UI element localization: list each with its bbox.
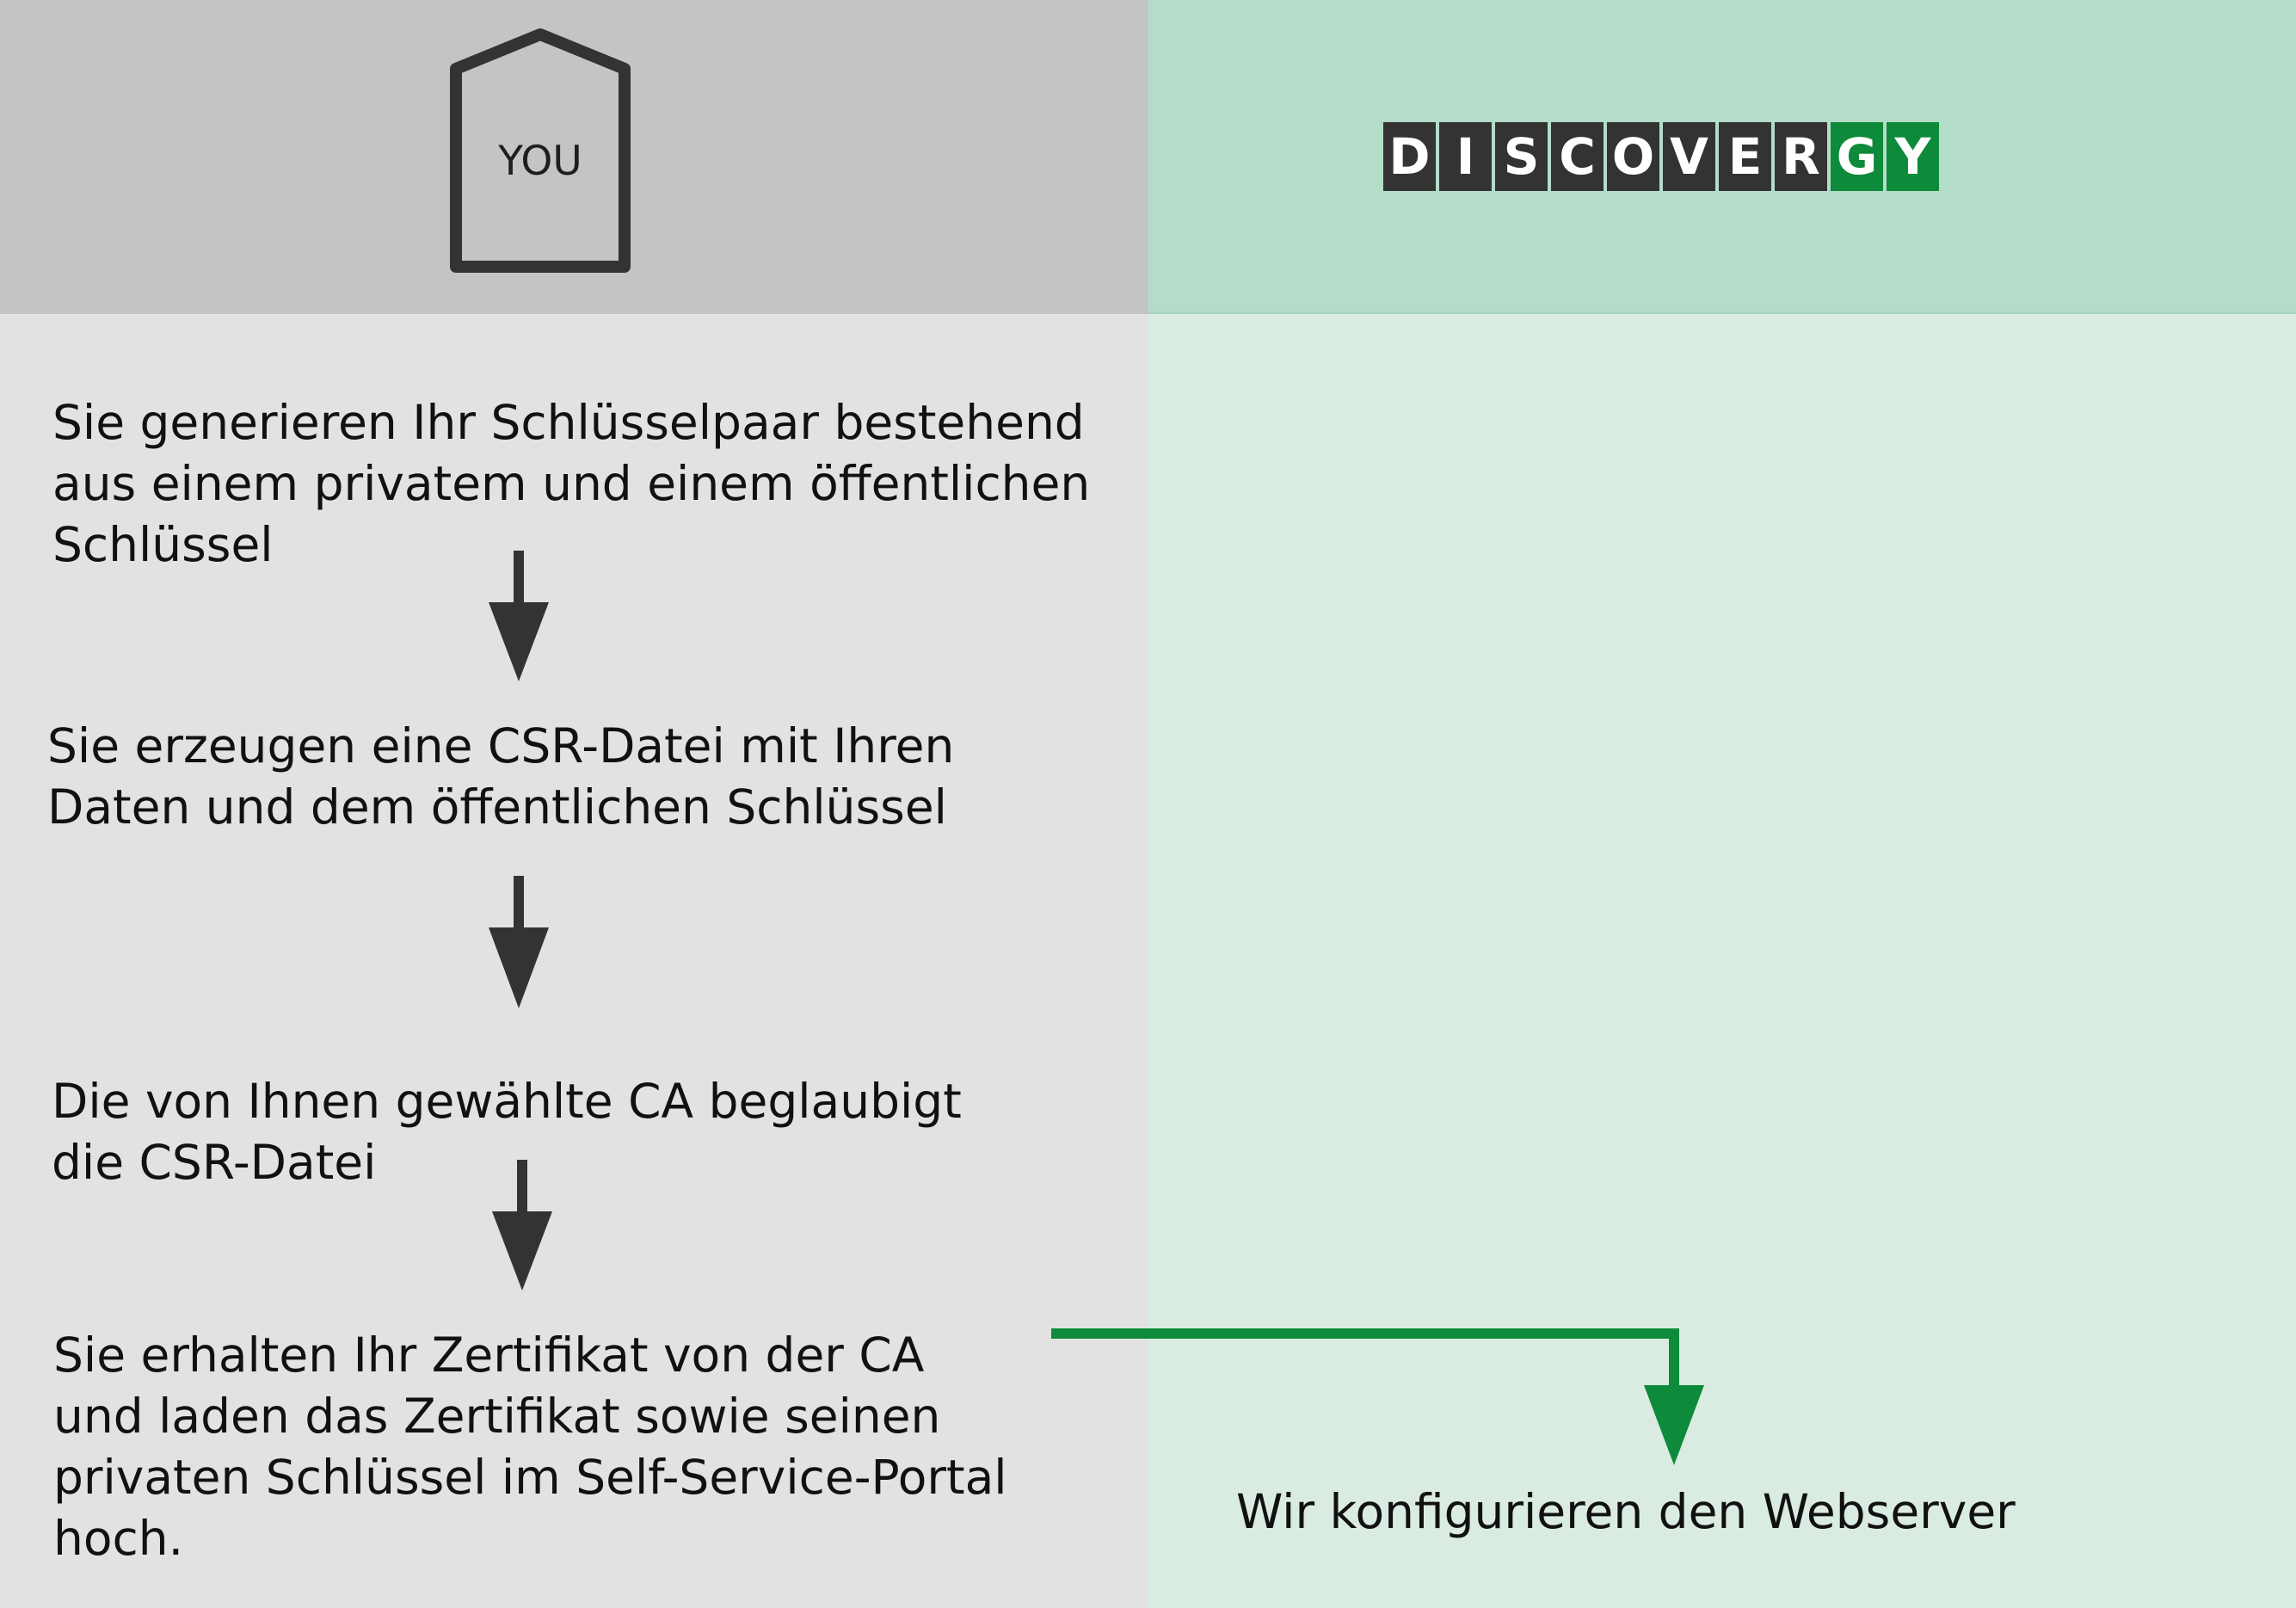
step-configure-webserver: Wir konfigurieren den Webserver bbox=[1236, 1484, 2016, 1539]
arrow-down-icon bbox=[489, 876, 549, 1008]
logo-letter-d: D bbox=[1383, 122, 1436, 191]
logo-letter-i: I bbox=[1439, 122, 1492, 191]
arrow-down-icon bbox=[489, 551, 549, 681]
you-label: YOU bbox=[498, 138, 582, 185]
step-create-csr: Sie erzeugen eine CSR-Datei mit Ihren Da… bbox=[47, 718, 955, 835]
logo-letter-s: S bbox=[1495, 122, 1548, 191]
step-generate-keypair: Sie generieren Ihr Schlüsselpaar bestehe… bbox=[52, 395, 1091, 572]
logo-letter-c: C bbox=[1551, 122, 1604, 191]
logo-letter-r: R bbox=[1775, 122, 1827, 191]
you-lane bbox=[0, 314, 1148, 1608]
step-ca-signs: Die von Ihnen gewählte CA beglaubigt die… bbox=[52, 1074, 962, 1190]
logo-letter-o: O bbox=[1607, 122, 1659, 191]
green-connector-arrow-icon bbox=[1051, 1328, 1704, 1465]
arrow-down-icon bbox=[492, 1160, 552, 1291]
logo-letter-v: V bbox=[1663, 122, 1715, 191]
logo-letter-y: Y bbox=[1887, 122, 1939, 191]
house-icon bbox=[450, 28, 631, 273]
logo-letter-g: G bbox=[1831, 122, 1883, 191]
logo-letter-e: E bbox=[1719, 122, 1771, 191]
step-upload-certificate: Sie erhalten Ihr Zertifikat von der CA u… bbox=[53, 1328, 1007, 1566]
discovergy-lane bbox=[1148, 314, 2296, 1608]
